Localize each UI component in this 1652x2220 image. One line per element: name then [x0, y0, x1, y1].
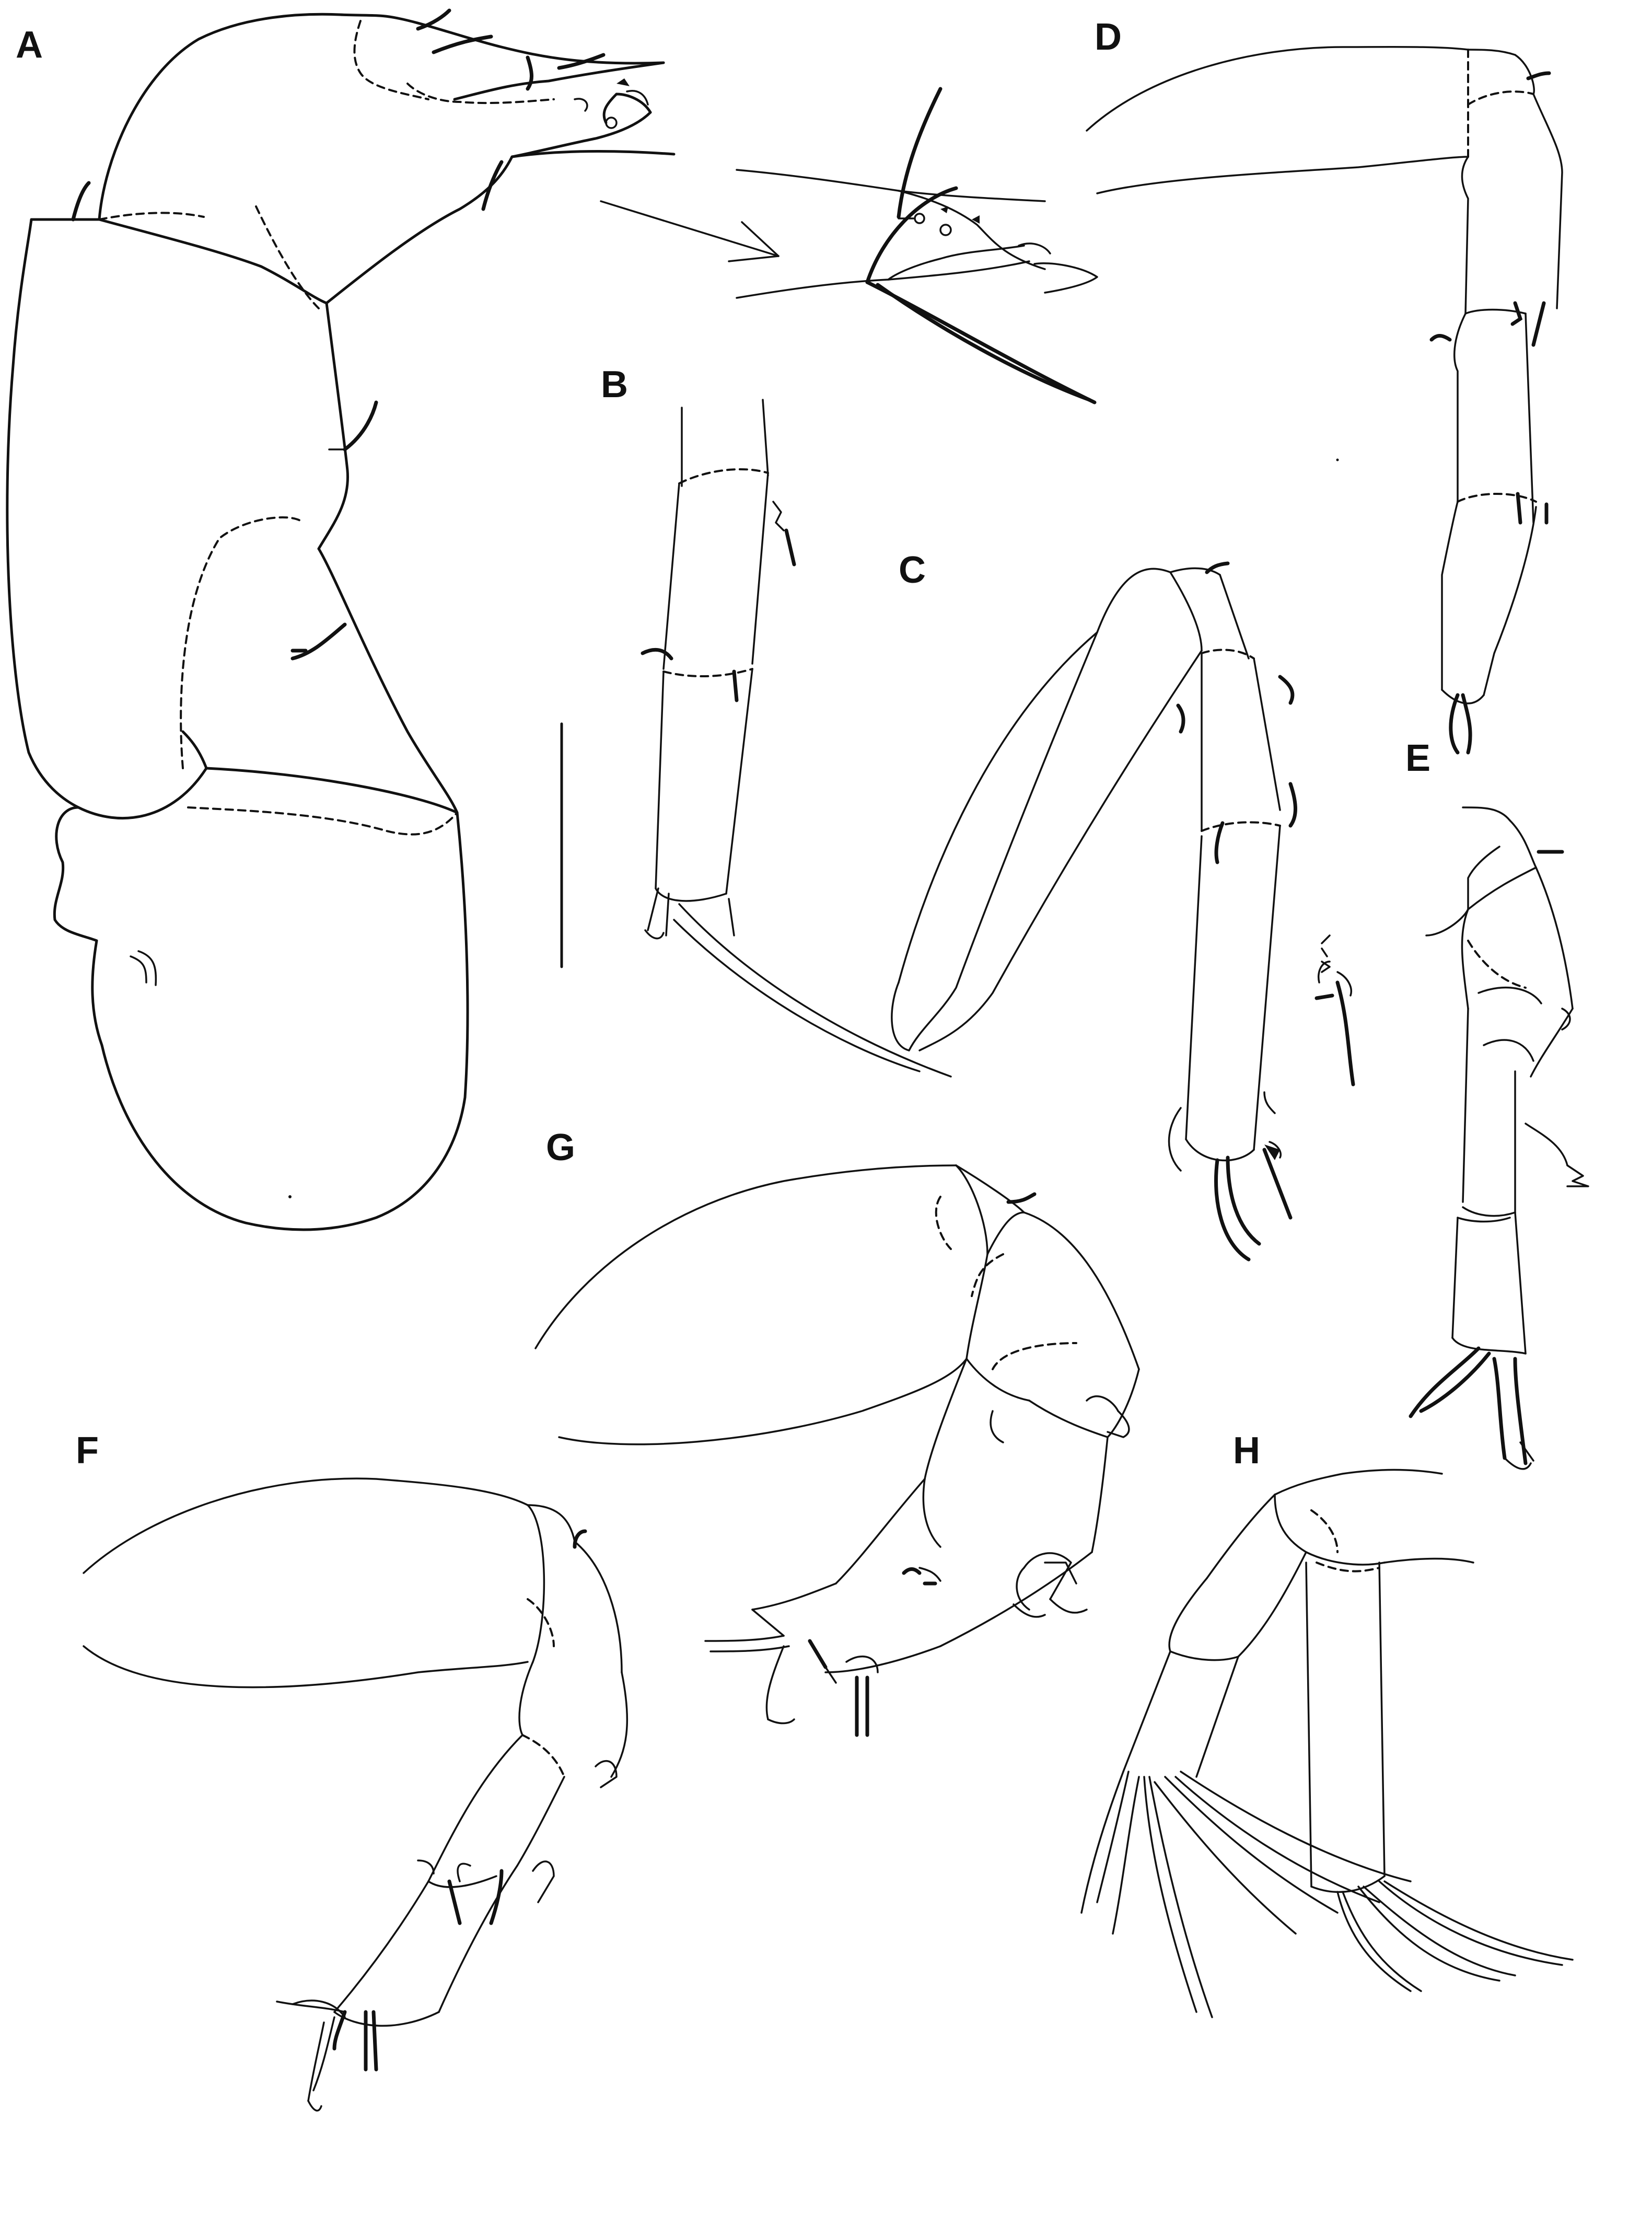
panel-label-a: A [16, 24, 43, 66]
panel-label-c: C [899, 549, 926, 591]
speck [1336, 458, 1339, 461]
panel-b-drawing [641, 399, 952, 1078]
panel-label-f: F [76, 1430, 99, 1472]
panel-label-h: H [1233, 1430, 1260, 1472]
panel-d-drawing [1086, 45, 1563, 755]
panel-f-drawing [83, 1477, 629, 2112]
panel-label-d: D [1095, 16, 1122, 58]
panel-h-drawing [1080, 1469, 1574, 2018]
panel-label-g: G [546, 1127, 575, 1169]
panel-c-drawing [891, 561, 1355, 1262]
panel-a-detail-drawing [736, 87, 1098, 404]
panel-e-drawing [1409, 806, 1589, 1470]
panel-a-drawing [6, 8, 676, 1231]
detail-arrow [600, 200, 780, 262]
panel-g-drawing [534, 1164, 1140, 1737]
speck [288, 1195, 292, 1198]
panel-label-b: B [601, 364, 628, 406]
panel-label-e: E [1405, 737, 1430, 779]
